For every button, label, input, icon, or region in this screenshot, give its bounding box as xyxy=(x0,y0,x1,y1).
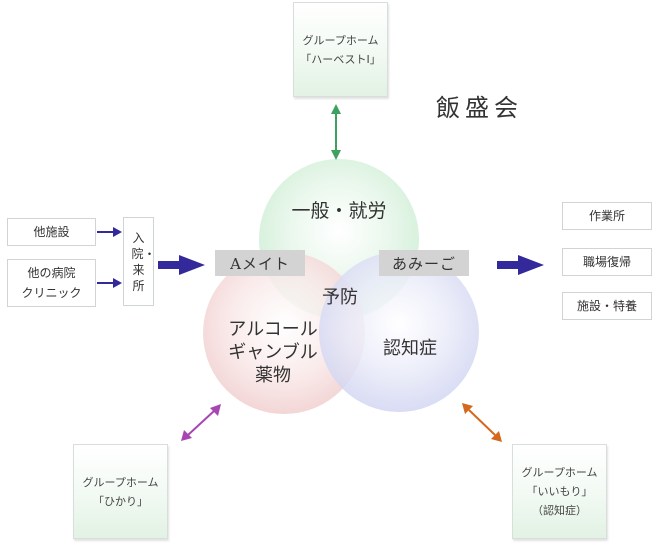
circle-label-ninchisho: 認知症 xyxy=(383,338,437,359)
arrow-source-1 xyxy=(97,227,122,237)
output-sagyosho-label: 作業所 xyxy=(588,209,625,223)
source-other-hospital: 他の病院 クリニック xyxy=(7,259,96,307)
circle-label-ippan: 一般・就労 xyxy=(291,200,387,222)
double-arrow-bottom-left xyxy=(181,404,221,441)
circle-alcohol xyxy=(203,252,365,414)
double-arrow-bottom-right xyxy=(462,403,502,442)
circle-ninchisho xyxy=(319,252,479,412)
admission-box: 入院・来所 xyxy=(123,217,156,306)
circle-label-alcohol: アルコール ギャンブル 薬物 xyxy=(228,319,318,386)
double-arrow-top xyxy=(331,104,341,160)
group-home-hikari: グループホーム 「ひかり」 xyxy=(73,444,168,539)
arrow-into-center xyxy=(158,255,205,275)
org-title: 飯盛会 xyxy=(436,94,523,122)
tag-a-mate: Aメイト xyxy=(215,250,305,276)
tag-amigo: あみーご xyxy=(379,250,469,276)
source-other-facility-label: 他施設 xyxy=(33,225,70,239)
arrow-source-2 xyxy=(97,278,122,288)
source-other-hospital-label: 他の病院 クリニック xyxy=(21,266,82,300)
output-shisetsu-tokuyo: 施設・特養 xyxy=(562,292,652,320)
output-sagyosho: 作業所 xyxy=(562,202,652,230)
output-shokuba-fukki-label: 職場復帰 xyxy=(582,255,631,269)
group-home-harvest: グループホーム 「ハーベストI」 xyxy=(293,2,388,97)
arrow-to-outputs xyxy=(497,255,544,275)
output-shokuba-fukki: 職場復帰 xyxy=(562,248,652,276)
admission-label: 入院・来所 xyxy=(131,230,156,293)
source-other-facility: 他施設 xyxy=(7,218,96,246)
output-shisetsu-tokuyo-label: 施設・特養 xyxy=(576,299,637,313)
group-home-iimori: グループホーム 「いいもり」 （認知症） xyxy=(512,444,607,539)
center-label-yobo: 予防 xyxy=(322,287,358,308)
